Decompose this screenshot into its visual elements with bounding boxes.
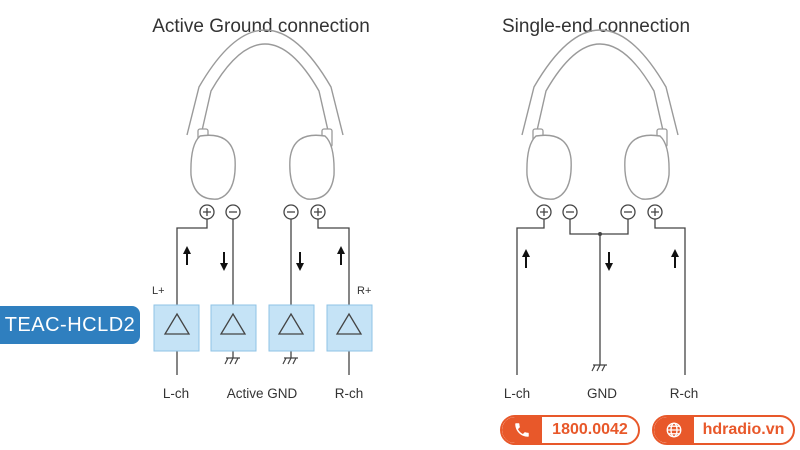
ground-icon [282,357,298,365]
phone-contact-button[interactable]: 1800.0042 [500,415,640,445]
right-title: Single-end connection [502,16,690,37]
l-ch-label: L-ch [163,386,189,401]
terminal-r-plus [310,204,326,220]
website-url: hdradio.vn [702,421,785,438]
amplifier-icon [153,304,200,352]
headphone-icon [186,29,344,200]
active-gnd-label: Active GND [227,386,298,401]
l-plus-label: L+ [152,285,165,297]
r-ch-label: R-ch [670,386,699,401]
terminal-r-minus [283,204,299,220]
amplifier-icon [210,304,257,352]
l-ch-label: L-ch [504,386,530,401]
r-plus-label: R+ [357,285,371,297]
ground-icon [591,364,607,372]
terminal-l-plus [536,204,552,220]
terminal-l-plus [199,204,215,220]
arrow-up-icon [183,246,191,265]
globe-icon [654,417,694,443]
left-title: Active Ground connection [152,16,370,37]
arrow-up-icon [671,249,679,268]
headphone-icon [521,29,679,200]
r-ch-label: R-ch [335,386,364,401]
amplifier-icon [326,304,373,352]
terminal-r-plus [647,204,663,220]
phone-icon [502,417,542,443]
terminal-l-minus [562,204,578,220]
junction-dot [598,232,602,236]
ground-icon [224,357,240,365]
right-wires [516,219,686,375]
arrow-down-icon [605,252,613,271]
arrow-up-icon [337,246,345,265]
arrow-up-icon [522,249,530,268]
terminal-r-minus [620,204,636,220]
website-link[interactable]: hdradio.vn [652,415,795,445]
arrow-down-icon [220,252,228,271]
model-badge: TEAC-HCLD2 [0,306,140,344]
phone-number: 1800.0042 [552,421,628,438]
terminal-l-minus [225,204,241,220]
left-wires [176,219,350,375]
amplifier-icon [268,304,315,352]
gnd-label: GND [587,386,617,401]
arrow-down-icon [296,252,304,271]
